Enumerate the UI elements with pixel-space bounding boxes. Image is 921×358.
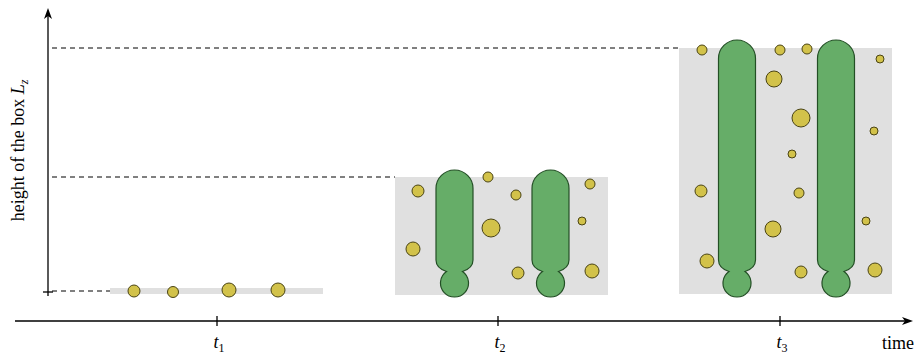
- particle: [766, 71, 782, 87]
- particle: [697, 45, 707, 55]
- particle: [788, 150, 796, 158]
- axes: [15, 12, 908, 326]
- particle: [775, 45, 785, 55]
- particle: [222, 283, 236, 297]
- particle: [695, 185, 707, 197]
- particle: [862, 217, 870, 225]
- particle: [700, 254, 714, 268]
- box-region: [679, 48, 892, 294]
- axis-label-part: t: [776, 332, 781, 352]
- particle: [795, 266, 807, 278]
- particle: [511, 190, 521, 200]
- particle: [483, 172, 493, 182]
- particle: [271, 283, 285, 297]
- axis-label-part: t: [494, 332, 499, 352]
- particle: [412, 185, 424, 197]
- column: [818, 40, 855, 297]
- particle: [794, 188, 804, 198]
- column: [532, 170, 569, 297]
- particle: [406, 242, 420, 256]
- particle: [870, 127, 878, 135]
- axis-label-part: L: [9, 84, 29, 94]
- columns: [436, 40, 855, 297]
- particle: [585, 179, 595, 189]
- column: [436, 170, 473, 297]
- particle: [868, 263, 882, 277]
- axis-label-part: 1: [219, 341, 225, 355]
- axis-arrowhead: [44, 8, 52, 19]
- tick-label: t2: [494, 333, 505, 354]
- axis-label-part: 2: [500, 341, 506, 355]
- axis-label-part: 3: [782, 341, 788, 355]
- particle: [578, 217, 586, 225]
- particle: [792, 109, 810, 127]
- box-region: [110, 288, 323, 294]
- axis-label-part: height of the box: [9, 98, 29, 220]
- tick-label: t3: [776, 333, 787, 354]
- particle: [168, 287, 179, 298]
- column: [719, 40, 756, 297]
- dashed-guides: [52, 48, 679, 291]
- particle: [482, 219, 500, 237]
- box-region: [395, 177, 608, 295]
- axis-label-part: z: [18, 79, 32, 84]
- axis-arrowhead: [902, 317, 913, 325]
- axis-label-part: t: [213, 332, 218, 352]
- particle: [128, 285, 140, 297]
- particle: [512, 267, 524, 279]
- particles: [128, 44, 884, 298]
- particle: [585, 264, 599, 278]
- particle: [876, 55, 884, 63]
- y-axis-label: height of the box Lz: [10, 79, 31, 221]
- particle: [802, 44, 812, 54]
- particle: [765, 221, 781, 237]
- x-axis-label: time: [882, 334, 914, 352]
- tick-label: t1: [213, 333, 224, 354]
